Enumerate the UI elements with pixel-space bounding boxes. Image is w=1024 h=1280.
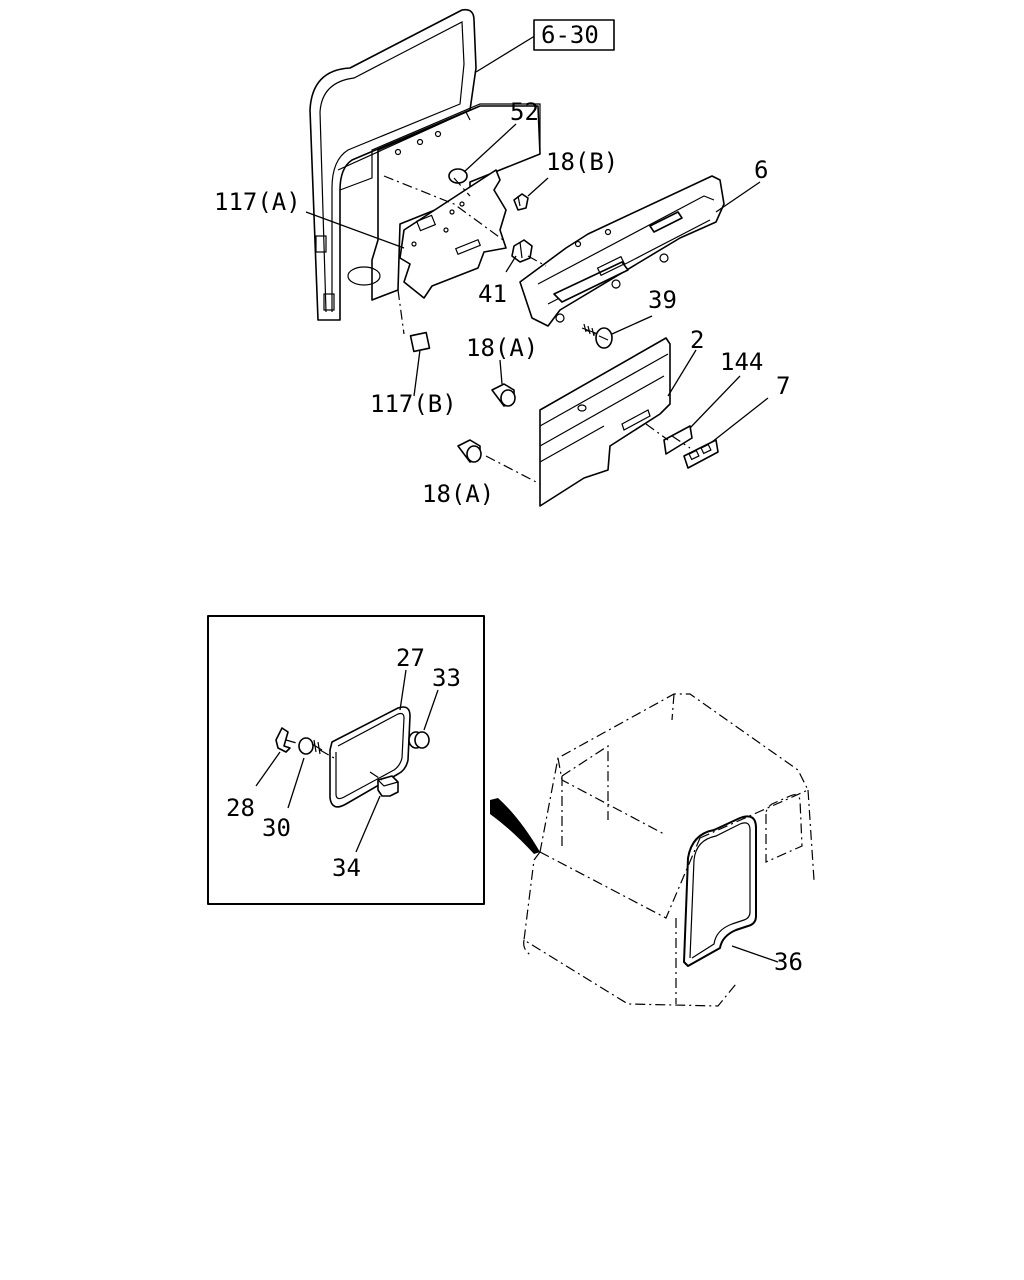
- leader-lines-detail: [255, 669, 439, 853]
- bolt-30: [298, 737, 323, 755]
- handle-cover-7: [683, 439, 719, 469]
- label-part-27: 27: [396, 644, 425, 672]
- label-part-34: 34: [332, 854, 361, 882]
- patch-117b: [409, 331, 431, 353]
- label-part-18a-lower: 18(A): [422, 480, 494, 508]
- screw-39: [581, 323, 613, 349]
- label-part-39: 39: [648, 286, 677, 314]
- label-part-36: 36: [774, 948, 803, 976]
- callout-wedge: [490, 798, 540, 854]
- label-part-117a: 117(A): [214, 188, 301, 216]
- clip-28: [275, 727, 291, 753]
- clip-18b: [513, 193, 529, 211]
- detail-dash-3: [369, 771, 383, 781]
- retainer-41: [511, 239, 533, 263]
- label-part-30: 30: [262, 814, 291, 842]
- leader-part-36: [731, 945, 779, 963]
- armrest-trim-6: [519, 175, 725, 327]
- label-part-52: 52: [510, 98, 539, 126]
- door-trim-panel-2: [539, 337, 671, 507]
- label-part-144: 144: [720, 348, 763, 376]
- label-part-117b: 117(B): [370, 390, 457, 418]
- label-part-33: 33: [432, 664, 461, 692]
- push-clip-18a-upper: [491, 383, 516, 407]
- label-ref-6-30: 6-30: [541, 21, 599, 49]
- frame-part-27: [329, 706, 411, 808]
- label-part-7: 7: [776, 372, 790, 400]
- detail-dash-1: [285, 739, 301, 745]
- grommet-33: [408, 731, 430, 749]
- detail-dash-2: [319, 749, 335, 759]
- label-part-6: 6: [754, 156, 768, 184]
- leader-lines-upper: [305, 33, 769, 443]
- connector-34: [377, 775, 399, 797]
- reference-box: [533, 19, 615, 51]
- label-part-2: 2: [690, 326, 704, 354]
- cab-body: [523, 693, 815, 1007]
- label-part-18a-upper: 18(A): [466, 334, 538, 362]
- sealing-sheet-117a: [399, 169, 507, 299]
- label-part-41: 41: [478, 280, 507, 308]
- assembly-lines-upper: [383, 175, 691, 485]
- label-part-18b: 18(B): [546, 148, 618, 176]
- label-part-28: 28: [226, 794, 255, 822]
- push-clip-18a-lower: [457, 439, 482, 463]
- door-frame: [309, 8, 541, 321]
